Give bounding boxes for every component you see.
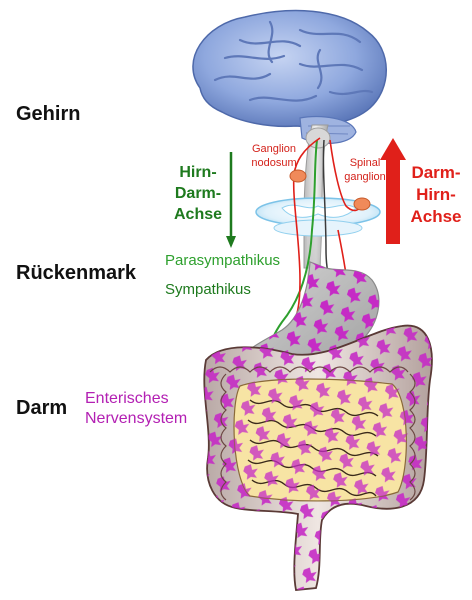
ganglion-nodosum-line-2: nodosum (251, 157, 297, 169)
label-enteric-nervous-system: Enterisches Nervensystem (85, 389, 187, 429)
spinal-ganglion-line-1: Spinal (349, 157, 381, 169)
brain-gut-axis-line-1: Hirn- (179, 164, 217, 181)
ganglion-nodosum-line-1: Ganglion (251, 143, 297, 155)
gut-brain-axis-line-3: Achse (410, 207, 462, 226)
brain-gut-arrow (226, 152, 236, 248)
ganglion-nodosum-body (289, 169, 307, 183)
label-brain: Gehirn (16, 103, 81, 125)
small-intestine (233, 378, 407, 502)
enteric-line-1: Enterisches (85, 390, 169, 407)
label-brain-gut-axis: Hirn- Darm- Achse (170, 162, 226, 225)
gut-brain-axis-line-1: Darm- (411, 163, 461, 182)
label-spinal-ganglion: Spinal ganglion (340, 156, 390, 184)
label-spinal-cord: Rückenmark (16, 262, 137, 284)
label-ganglion-nodosum: Ganglion nodosum (244, 142, 304, 170)
label-gut-brain-axis: Darm- Hirn- Achse (408, 162, 464, 228)
label-gut: Darm (16, 397, 68, 419)
spinal-ganglion-line-2: ganglion (344, 171, 386, 183)
gut-brain-arrow (380, 138, 406, 244)
gut-brain-axis-line-2: Hirn- (416, 185, 456, 204)
label-parasympathetic: Parasympathikus (165, 252, 281, 269)
ganglia (289, 169, 371, 211)
spinal-ganglion-body (353, 197, 371, 211)
brain-gut-axis-line-3: Achse (173, 206, 223, 223)
enteric-line-2: Nervensystem (85, 410, 188, 427)
brain (192, 9, 387, 144)
label-sympathetic: Sympathikus (165, 281, 251, 298)
brain-gut-axis-line-2: Darm- (174, 185, 222, 202)
